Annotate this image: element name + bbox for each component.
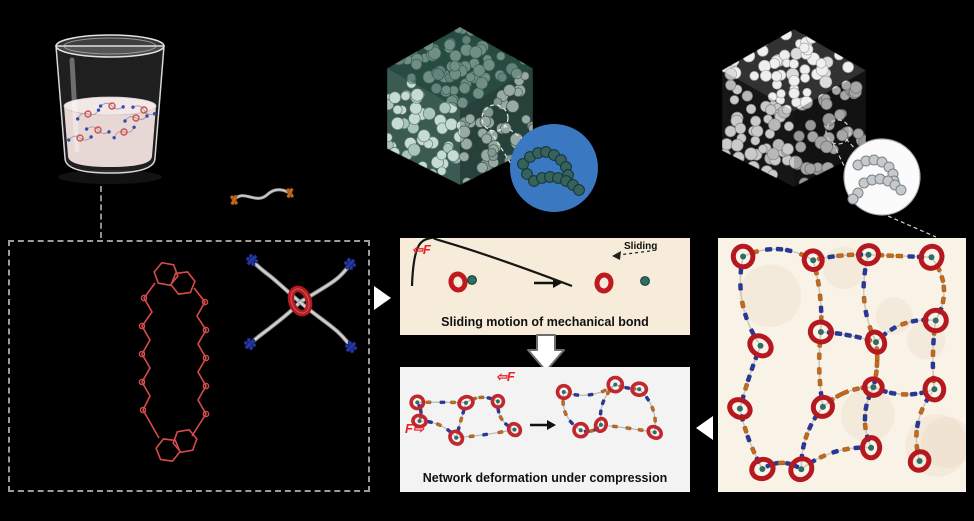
force-label-left: ⇦F (412, 243, 431, 256)
flow-arrow-right-icon (374, 286, 391, 310)
zoom-circle-gray-icon (825, 119, 937, 238)
network-caption: Network deformation under compression (422, 471, 668, 485)
force-label-top: ⇦F (496, 370, 515, 383)
force-arrow-left-icon: ⇦ (496, 369, 507, 384)
solution-beaker-icon (55, 34, 165, 184)
red-macrocycle-structure-icon (138, 261, 210, 462)
bead-spring-cube-icon (721, 28, 867, 188)
coarse-grained-cube-icon (386, 26, 534, 186)
network-deformation-diagram (409, 375, 663, 446)
axle-molecule-icon (230, 187, 294, 206)
polyrotaxane-network-icon (727, 243, 966, 483)
force-arrow-right-icon: ⇨ (412, 421, 424, 436)
polyrotaxane-network-panel (718, 238, 966, 492)
sliding-motion-panel: ⇦F Sliding Sliding motion of mechanical … (400, 238, 690, 335)
sliding-diagram (410, 238, 651, 294)
force-label-side: F⇨ (405, 422, 424, 435)
force-letter: F (405, 421, 413, 436)
flow-arrow-left-icon (696, 416, 713, 440)
chemical-structures-box (8, 240, 370, 492)
down-arrow-icon (527, 334, 565, 372)
sliding-caption: Sliding motion of mechanical bond (441, 315, 649, 329)
zoom-circle-blue-icon (481, 104, 598, 212)
zoom-dashed-line (100, 186, 102, 238)
force-letter: F (422, 242, 431, 257)
force-arrow-left-icon: ⇦ (412, 242, 423, 257)
rotaxane-crosslinker-icon (243, 253, 358, 354)
force-letter: F (506, 369, 515, 384)
sliding-label: Sliding (624, 241, 658, 252)
network-deformation-panel: ⇦F F⇨ Network deformation under compress… (400, 367, 690, 492)
